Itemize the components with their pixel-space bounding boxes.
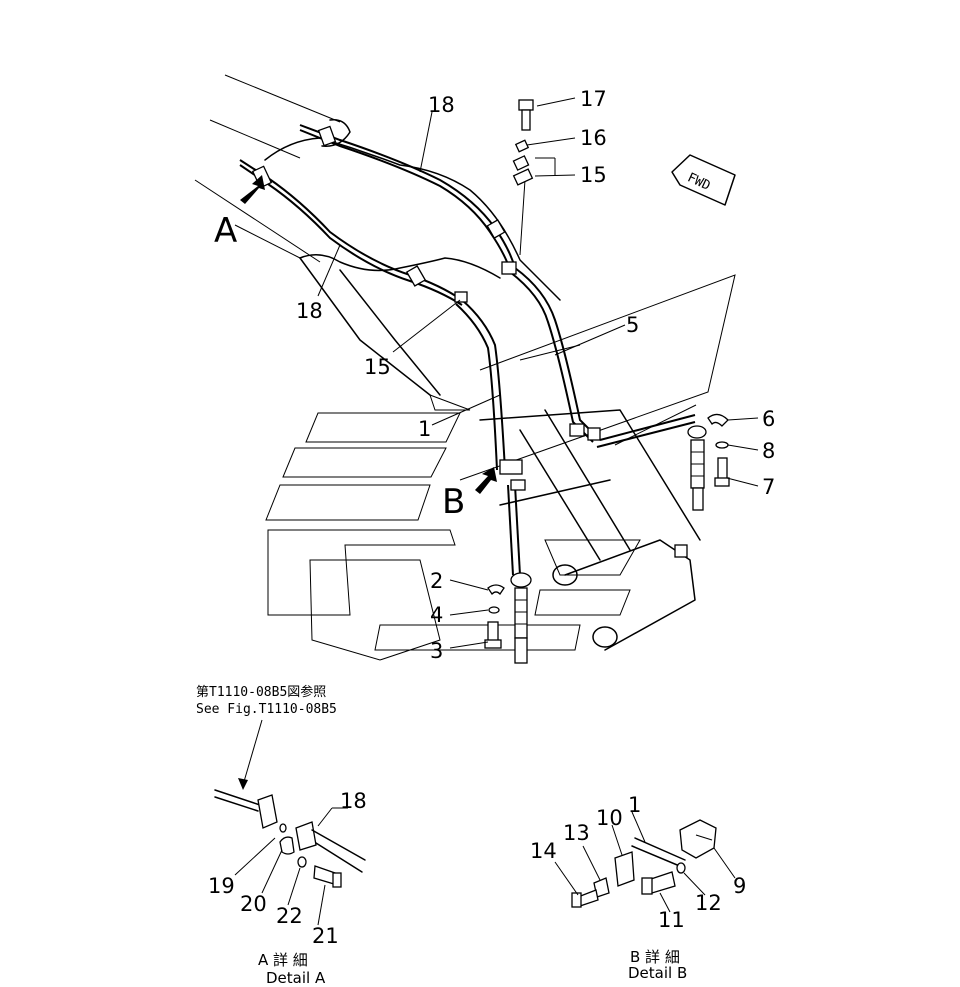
detail-a-caption-jp: A 詳 細 bbox=[258, 951, 308, 969]
callout-15-left: 15 bbox=[364, 355, 391, 379]
detail-b-caption-en: Detail B bbox=[628, 964, 687, 982]
detail-b-callout-12: 12 bbox=[695, 891, 722, 915]
callout-7: 7 bbox=[762, 475, 775, 499]
view-b-arrow bbox=[475, 467, 497, 494]
detail-b-callout-13: 13 bbox=[563, 821, 590, 845]
top-parts bbox=[512, 99, 534, 186]
detail-b-callout-10: 10 bbox=[596, 806, 623, 830]
callout-18-left: 18 bbox=[296, 299, 323, 323]
reference-note-jp: 第T1110-08B5図参照 bbox=[196, 684, 326, 700]
detail-a-callout-20: 20 bbox=[240, 892, 267, 916]
detail-a-callout-19: 19 bbox=[208, 874, 235, 898]
callout-1: 1 bbox=[418, 417, 431, 441]
callout-4: 4 bbox=[430, 603, 443, 627]
callout-17: 17 bbox=[580, 87, 607, 111]
detail-a-callout-22: 22 bbox=[276, 904, 303, 928]
detail-b-caption-jp: B 詳 細 bbox=[630, 948, 680, 966]
right-fittings bbox=[687, 413, 730, 511]
callout-8: 8 bbox=[762, 439, 775, 463]
view-b-marker: B bbox=[442, 482, 465, 522]
detail-b-callout-1: 1 bbox=[628, 793, 641, 817]
detail-b-callout-14: 14 bbox=[530, 839, 557, 863]
callout-18-top: 18 bbox=[428, 93, 455, 117]
lower-fittings bbox=[484, 572, 532, 664]
detail-a-callout-21: 21 bbox=[312, 924, 339, 948]
boom-outline bbox=[194, 74, 561, 411]
callout-15-top: 15 bbox=[580, 163, 607, 187]
detail-b: 1 10 13 14 9 12 11 B 詳 細 Detail B bbox=[530, 793, 746, 982]
detail-a-callout-18: 18 bbox=[340, 789, 367, 813]
callout-16: 16 bbox=[580, 126, 607, 150]
view-a-arrow bbox=[240, 175, 265, 204]
detail-b-callout-11: 11 bbox=[658, 908, 685, 932]
detail-b-callout-9: 9 bbox=[733, 874, 746, 898]
callout-2: 2 bbox=[430, 569, 443, 593]
detail-a: 18 19 20 22 21 A 詳 細 Detail A bbox=[208, 789, 367, 987]
hose-lines bbox=[239, 124, 696, 576]
reference-note-en: See Fig.T1110-08B5 bbox=[196, 702, 337, 717]
callout-5: 5 bbox=[626, 313, 639, 337]
callout-3: 3 bbox=[430, 639, 443, 663]
background-stripes bbox=[265, 412, 641, 661]
view-arrows: A B bbox=[214, 175, 497, 522]
arm-cylinder bbox=[479, 409, 701, 651]
view-a-marker: A bbox=[214, 211, 237, 251]
callout-6: 6 bbox=[762, 407, 775, 431]
fwd-arrow: FWD bbox=[671, 154, 736, 206]
detail-a-caption-en: Detail A bbox=[266, 969, 326, 987]
reference-note: 第T1110-08B5図参照 See Fig.T1110-08B5 bbox=[196, 684, 337, 790]
leader-lines bbox=[317, 97, 759, 649]
fwd-label: FWD bbox=[685, 170, 713, 194]
callout-labels: 17 16 15 18 18 15 5 1 6 8 7 2 4 3 bbox=[296, 87, 775, 663]
